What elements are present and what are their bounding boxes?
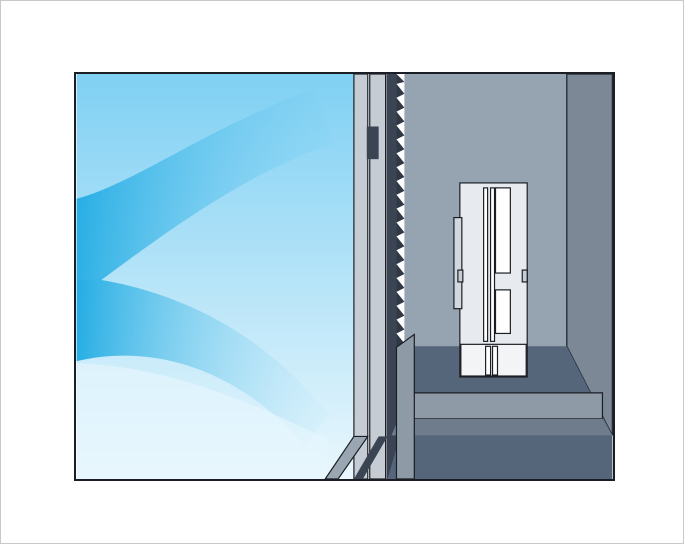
wall-edge [396, 334, 414, 479]
outdoor-ac-unit-icon [454, 183, 527, 377]
installation-diagram [74, 72, 615, 481]
diagram-svg [76, 74, 613, 479]
airflow-region [77, 74, 357, 479]
step-ledge-shadow [392, 419, 613, 436]
step-ledge [398, 393, 602, 419]
